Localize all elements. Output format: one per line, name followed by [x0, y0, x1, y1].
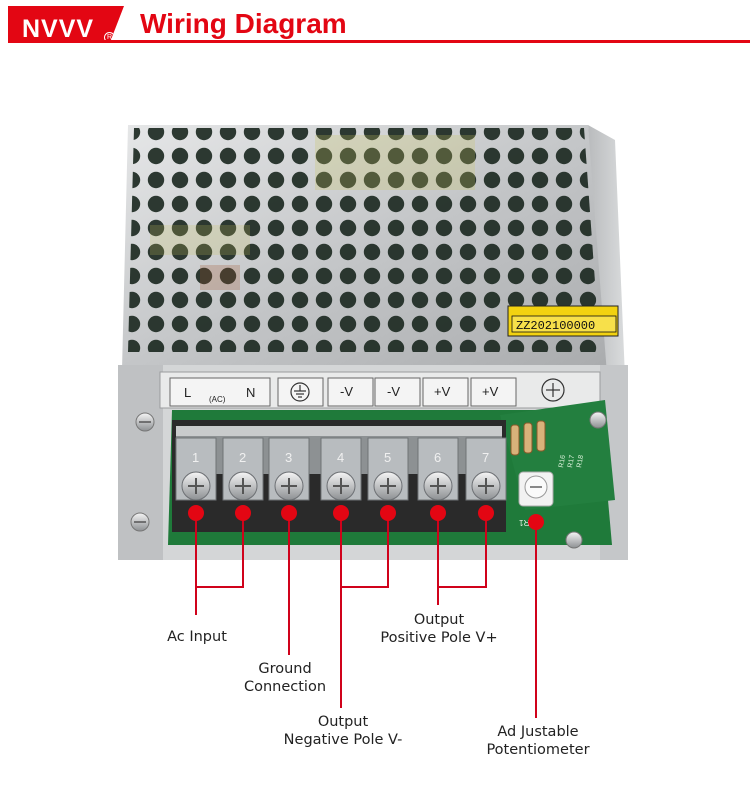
terminal-label-pos-1: +V: [434, 384, 451, 399]
terminal-number: 6: [434, 450, 441, 465]
pcb-mark-r16: R16: [558, 454, 567, 468]
output-neg-line: [340, 513, 389, 588]
pcb-mark-r18: R18: [576, 454, 585, 468]
mounting-screw-right: [565, 411, 607, 549]
terminal-number: 7: [482, 450, 489, 465]
mounting-screw-bottom-left: [130, 512, 150, 532]
potentiometer-symbol-icon: [541, 378, 565, 402]
terminal-number: 4: [337, 450, 344, 465]
terminal-label-n: N: [246, 385, 255, 400]
brand-name: NVVV: [22, 15, 95, 43]
marker-neg-2: [380, 505, 396, 521]
terminal-4[interactable]: 4: [320, 437, 362, 501]
header-rule: [8, 40, 750, 43]
marker-pos-1: [430, 505, 446, 521]
label-potentiometer: Ad Justable Potentiometer: [486, 724, 590, 758]
label-output-negative: Output Negative Pole V-: [283, 714, 403, 748]
serial-sticker: ZZ202100000: [507, 305, 619, 337]
ac-label: (AC): [209, 395, 226, 404]
terminal-5[interactable]: 5: [367, 437, 409, 501]
brand-logo: NVVV R: [8, 6, 124, 42]
terminal-number: 3: [285, 450, 292, 465]
marker-neg-1: [333, 505, 349, 521]
terminal-2[interactable]: 2: [222, 437, 264, 501]
marker-potentiometer: [528, 514, 544, 530]
mounting-screw-top-left: [135, 412, 155, 432]
terminal-7[interactable]: 7: [465, 437, 507, 501]
terminal-label-pos-2: +V: [482, 384, 499, 399]
connection-markers: [188, 505, 544, 530]
terminal-number: 1: [192, 450, 199, 465]
terminal-screws: 1 2 3 4 5 6 7: [175, 437, 507, 501]
marker-ac-n: [235, 505, 251, 521]
marker-ground: [281, 505, 297, 521]
label-ac-input: Ac Input: [167, 629, 227, 645]
terminal-number: 2: [239, 450, 246, 465]
marker-ac-l: [188, 505, 204, 521]
page-title: Wiring Diagram: [140, 8, 347, 39]
terminal-label-l: L: [184, 385, 191, 400]
marker-pos-2: [478, 505, 494, 521]
leader-lines: [195, 513, 537, 718]
ac-input-line: [195, 513, 244, 588]
terminal-6[interactable]: 6: [417, 437, 459, 501]
terminal-1[interactable]: 1: [175, 437, 217, 501]
output-pos-line: [437, 513, 487, 588]
label-ground-connection: Ground Connection: [243, 661, 327, 695]
terminal-3[interactable]: 3: [268, 437, 310, 501]
label-output-positive: Output Positive Pole V+: [380, 612, 498, 646]
terminal-number: 5: [384, 450, 391, 465]
sticker-text: ZZ202100000: [516, 319, 595, 333]
terminal-label-neg-2: -V: [387, 384, 400, 399]
pcb-mark-r17: R17: [567, 454, 576, 468]
terminal-label-neg-1: -V: [340, 384, 353, 399]
ground-symbol-icon: [290, 382, 310, 402]
header: NVVV R Wiring Diagram: [0, 0, 750, 48]
terminal-label-strip: L N (AC) -V -V +V +V: [159, 371, 601, 409]
